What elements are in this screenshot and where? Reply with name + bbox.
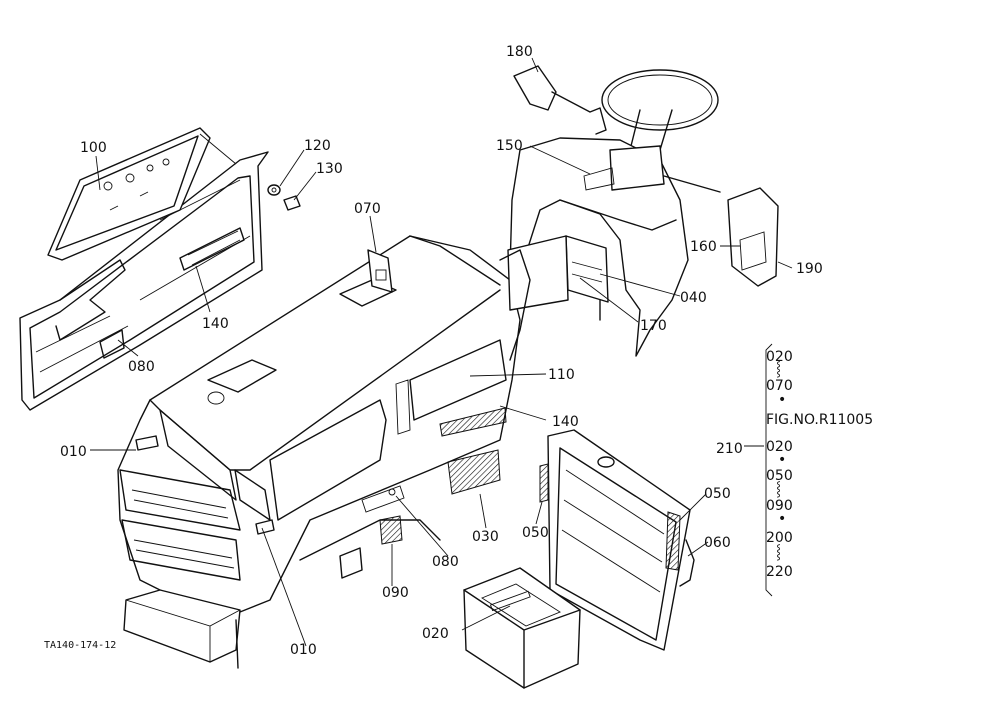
callout-140-hood: 140 [552,414,579,430]
callout-110: 110 [548,367,575,383]
callout-060: 060 [704,535,731,551]
callout-150: 150 [496,138,523,154]
callout-070: 070 [354,201,381,217]
callout-100: 100 [80,140,107,156]
svg-text:•: • [778,511,786,527]
callout-160: 160 [690,239,717,255]
reference-line-1: 020 [766,349,793,365]
reference-line-7: 200 [766,530,793,546]
callout-010-lower: 010 [290,642,317,658]
svg-text:•: • [778,452,786,468]
callout-170: 170 [640,318,667,334]
callout-050-left: 050 [522,525,549,541]
callout-labels: 100 120 130 140 080 070 180 150 160 190 … [44,44,823,658]
svg-text:⸾: ⸾ [776,544,781,561]
battery-drawing [463,567,581,689]
reference-line-3: FIG.NO.R11005 [766,412,873,428]
callout-080-lower: 080 [432,554,459,570]
callout-030: 030 [472,529,499,545]
radiator-drawing [539,429,695,651]
callout-190: 190 [796,261,823,277]
bonnet-drawing [117,235,521,669]
side-panel-drawing [19,127,269,411]
callout-020-battery: 020 [422,626,449,642]
reference-line-6: 090 [766,498,793,514]
callout-080-side: 080 [128,359,155,375]
dashboard-drawing [499,65,779,361]
leader-lines [90,57,793,647]
reference-label: 210 [716,441,743,457]
callout-130: 130 [316,161,343,177]
callout-050-right: 050 [704,486,731,502]
reference-line-5: 050 [766,468,793,484]
reference-line-2: 070 [766,378,793,394]
callout-120: 120 [304,138,331,154]
callout-010-front: 010 [60,444,87,460]
reference-bracket [765,343,773,597]
svg-text:⸾: ⸾ [776,481,781,498]
callout-040: 040 [680,290,707,306]
callout-090: 090 [382,585,409,601]
callout-180: 180 [506,44,533,60]
svg-text:•: • [778,392,786,408]
callout-140-side: 140 [202,316,229,332]
reference-line-4: 020 [766,439,793,455]
reference-column: 210 020 ⸾ 070 • FIG.NO.R11005 020 • 050 … [716,349,873,580]
svg-text:⸾: ⸾ [776,361,781,378]
clip-parts [267,184,301,211]
reference-line-8: 220 [766,564,793,580]
figure-code: TA140-174-12 [44,640,116,651]
